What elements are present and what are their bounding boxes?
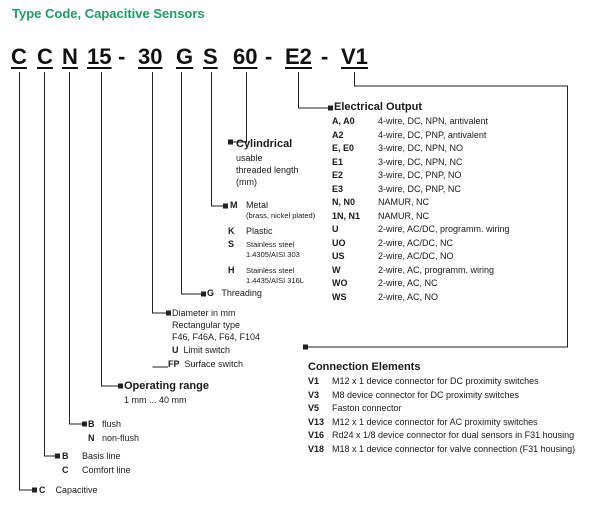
line-length: [231, 72, 247, 143]
code-char-diameter: 30: [138, 44, 163, 69]
page-title: Type Code, Capacitive Sensors: [12, 6, 205, 21]
list-item: B flush: [88, 419, 122, 429]
code-char-flush: N: [62, 44, 78, 69]
line-range: [101, 72, 120, 387]
operating-range-value: 1 mm ... 40 mm: [124, 395, 187, 405]
code-char-capacitive: C: [11, 44, 27, 69]
code-char-length: 60: [233, 44, 258, 69]
code-char-connection: V1: [341, 44, 368, 69]
electrical-output-title: Electrical Output: [334, 101, 423, 113]
capacitive-legend: C Capacitive: [39, 485, 98, 495]
line-diameter: [152, 72, 168, 314]
diameter-legend: Diameter in mm Rectangular type F46, F46…: [168, 308, 261, 369]
capacitive-code: C: [39, 485, 46, 495]
line-output: [298, 72, 330, 109]
code-separator: -: [265, 44, 273, 69]
list-item: B Basis line: [62, 451, 121, 461]
code-char-output: E2: [285, 44, 312, 69]
code-char-threading: G: [176, 44, 194, 69]
code-separator: -: [118, 44, 126, 69]
code-char-material: S: [203, 44, 218, 69]
capacitive-label: Capacitive: [55, 485, 98, 495]
line-threading: [181, 72, 203, 295]
code-char-range: 15: [87, 44, 112, 69]
line-material: [211, 72, 225, 207]
list-item: N non-flush: [88, 432, 140, 443]
line-connection: [305, 72, 568, 348]
line-capacitive: [19, 72, 34, 491]
code-separator: -: [321, 44, 329, 69]
cylindrical-legend: Cylindrical usable threaded length (mm): [236, 138, 299, 187]
line-flush: [69, 72, 84, 425]
list-item: C Comfort line: [62, 464, 131, 475]
operating-range-title: Operating range: [124, 380, 209, 392]
code-char-line: C: [37, 44, 53, 69]
line-legend: B Basis line C Comfort line: [62, 450, 131, 477]
flush-legend: B flush N non-flush: [88, 418, 139, 445]
line-basis: [44, 72, 57, 457]
connection-elements-title: Connection Elements: [308, 361, 421, 373]
threading-legend: G Threading: [207, 288, 262, 298]
